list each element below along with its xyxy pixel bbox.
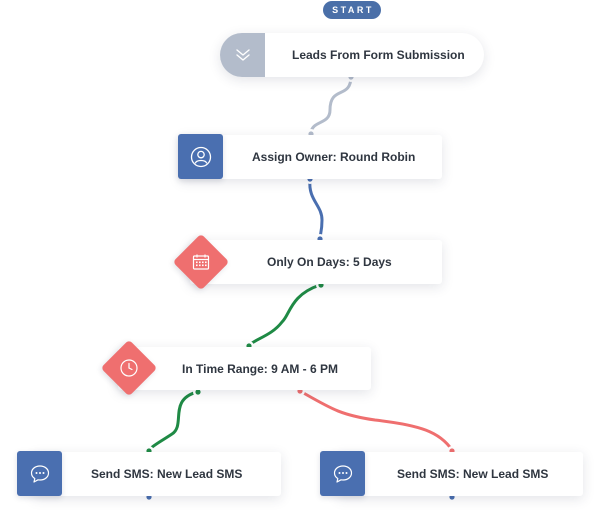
start-badge: START	[323, 1, 381, 19]
node-label: Send SMS: New Lead SMS	[397, 467, 549, 481]
connector-days-to-time	[247, 283, 322, 347]
connector-time-to-sms-right	[298, 389, 454, 452]
node-leads-from-form[interactable]: Leads From Form Submission	[220, 33, 484, 77]
node-in-time-range[interactable]: In Time Range: 9 AM - 6 PM	[118, 347, 371, 390]
days-icon-glyph	[178, 239, 223, 284]
trigger-icon-box	[220, 33, 265, 77]
sms-left-icon-box	[17, 451, 62, 496]
node-label: Send SMS: New Lead SMS	[91, 467, 243, 481]
chat-bubble-icon	[30, 464, 49, 483]
node-label: Assign Owner: Round Robin	[252, 150, 416, 164]
time-icon-glyph	[106, 345, 151, 390]
user-icon	[190, 146, 211, 167]
clock-icon	[119, 358, 138, 377]
node-send-sms-right[interactable]: Send SMS: New Lead SMS	[337, 452, 583, 496]
node-label: In Time Range: 9 AM - 6 PM	[182, 361, 339, 376]
assign-owner-icon-box	[178, 134, 223, 179]
connector-start-to-assign	[309, 74, 353, 135]
sms-right-icon-box	[320, 451, 365, 496]
node-assign-owner[interactable]: Assign Owner: Round Robin	[180, 135, 442, 179]
calendar-icon	[192, 254, 209, 270]
node-send-sms-left[interactable]: Send SMS: New Lead SMS	[33, 452, 281, 496]
chevron-down-icon	[235, 49, 250, 61]
chat-bubble-icon	[333, 464, 352, 483]
connector-assign-to-days	[308, 178, 324, 241]
node-label: Leads From Form Submission	[292, 48, 465, 62]
connector-time-to-sms-left	[147, 390, 199, 452]
node-only-on-days[interactable]: Only On Days: 5 Days	[190, 240, 442, 284]
node-label: Only On Days: 5 Days	[267, 255, 392, 269]
